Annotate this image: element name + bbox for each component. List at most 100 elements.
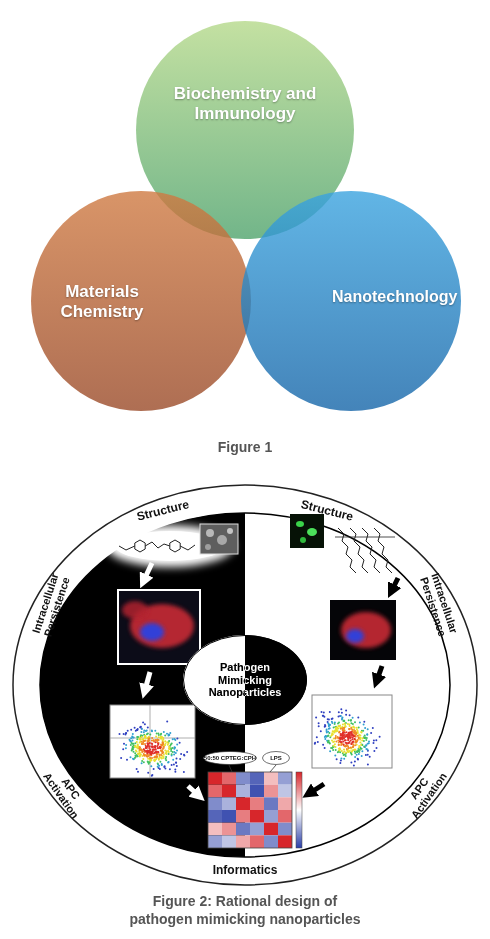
molecule-ring <box>170 540 180 552</box>
flow-dot <box>163 754 165 756</box>
flow-dot <box>162 739 164 741</box>
flow-dot <box>338 748 340 750</box>
flow-dot <box>174 747 176 749</box>
heat-cell <box>208 810 222 823</box>
flow-dot <box>143 754 145 756</box>
flow-dot <box>153 768 155 770</box>
flow-dot <box>160 747 162 749</box>
flow-dot <box>138 750 140 752</box>
flow-dot <box>176 738 178 740</box>
flow-dot <box>133 751 135 753</box>
flow-dot <box>125 734 127 736</box>
flow-dot <box>174 769 176 771</box>
left-structure <box>106 524 238 567</box>
flow-dot <box>335 735 337 737</box>
leader-line <box>229 765 232 772</box>
flow-dot <box>379 736 381 738</box>
flow-dot <box>363 721 365 723</box>
flow-dot <box>346 749 348 751</box>
flow-dot <box>150 765 152 767</box>
flow-dot <box>168 734 170 736</box>
flow-dot <box>343 729 345 731</box>
flow-dot <box>329 727 331 729</box>
flow-dot <box>141 743 143 745</box>
flow-dot <box>141 762 143 764</box>
flow-dot <box>169 745 171 747</box>
figure-label: Figure 1 <box>185 440 305 455</box>
flow-dot <box>157 747 159 749</box>
flow-dot <box>357 758 359 760</box>
flow-dot <box>152 748 154 750</box>
flow-dot <box>151 743 153 745</box>
heat-cell <box>278 785 292 798</box>
flow-dot <box>341 750 343 752</box>
flow-dot <box>349 728 351 730</box>
flow-dot <box>145 754 147 756</box>
flow-dot <box>337 730 339 732</box>
polymer-chain <box>374 528 392 573</box>
right-structure <box>290 514 395 573</box>
flow-dot <box>163 747 165 749</box>
flow-dot <box>169 748 171 750</box>
flow-dot <box>335 727 337 729</box>
flow-dot <box>363 740 365 742</box>
flow-dot <box>120 757 122 759</box>
flow-dot <box>353 735 355 737</box>
flow-dot <box>147 733 149 735</box>
flow-dots <box>314 708 381 766</box>
node-text: Materials Chemistry <box>38 282 166 321</box>
particle <box>227 528 233 534</box>
nucleus <box>346 629 364 643</box>
flow-dot <box>375 739 377 741</box>
flow-dot <box>334 755 336 757</box>
flow-dot <box>183 771 185 773</box>
flow-dot <box>168 734 170 736</box>
flow-dot <box>174 771 176 773</box>
flow-dot <box>159 754 161 756</box>
flow-dot <box>351 738 353 740</box>
flow-dot <box>354 756 356 758</box>
heat-cell <box>278 797 292 810</box>
flow-dot <box>137 736 139 738</box>
flow-dot <box>168 733 170 735</box>
nucleus <box>140 623 164 641</box>
flow-dot <box>352 746 354 748</box>
flow-dot <box>363 736 365 738</box>
sem-image <box>200 524 238 554</box>
flow-dot <box>347 739 349 741</box>
heat-cell <box>264 772 278 785</box>
flow-dot <box>154 760 156 762</box>
callout-oval: 50:50 CPTEG:CPH <box>203 751 257 765</box>
flow-dot <box>129 740 131 742</box>
backbone <box>335 537 395 538</box>
flow-dot <box>155 751 157 753</box>
quadrant-line <box>110 738 195 739</box>
flow-dot <box>339 731 341 733</box>
heat-cell <box>222 823 236 836</box>
heat-cell <box>250 797 264 810</box>
flow-dot <box>352 717 354 719</box>
heat-cell <box>222 835 236 848</box>
flow-dot <box>346 736 348 738</box>
flow-dot <box>156 754 158 756</box>
heat-cell <box>264 797 278 810</box>
flow-plot <box>312 695 392 768</box>
flow-dot <box>151 757 153 759</box>
flow-dot <box>145 747 147 749</box>
flow-dot <box>334 743 336 745</box>
flow-dot <box>337 723 339 725</box>
flow-dot <box>353 765 355 767</box>
flow-dot <box>125 747 127 749</box>
molecule-chain <box>180 545 195 550</box>
heat-cell <box>236 823 250 836</box>
flow-dot <box>163 731 165 733</box>
flow-dot <box>148 739 150 741</box>
flow-dot <box>119 733 121 735</box>
flow-arrow <box>377 666 382 680</box>
heat-cell <box>236 785 250 798</box>
flow-dot <box>147 772 149 774</box>
flow-dot <box>141 728 143 730</box>
quadrant-line <box>150 705 151 778</box>
flow-dot <box>353 726 355 728</box>
flow-dot <box>315 717 317 719</box>
